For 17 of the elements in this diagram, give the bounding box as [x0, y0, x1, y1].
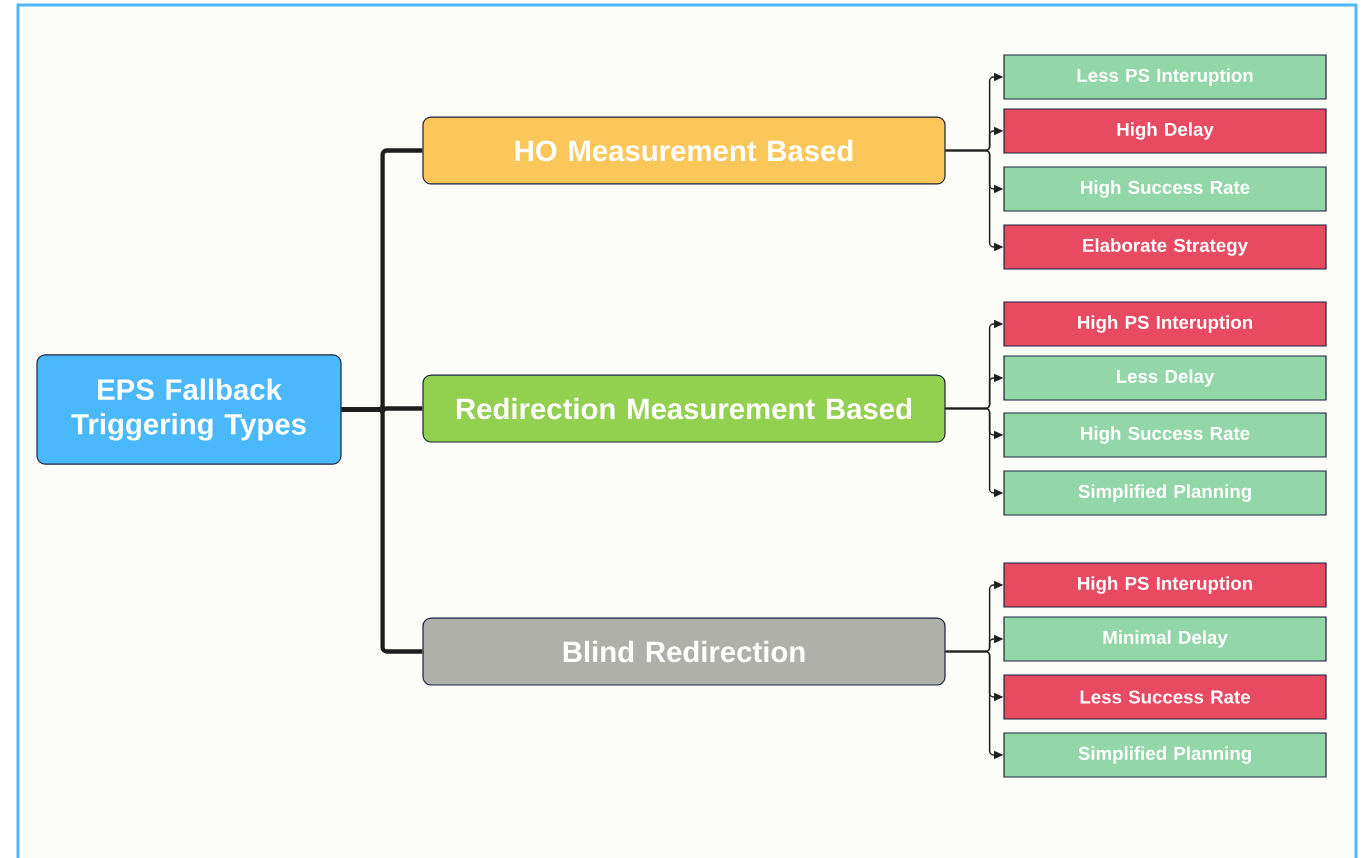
attribute-box: Minimal Delay [1003, 616, 1327, 662]
attribute-box: High PS Interuption [1003, 562, 1327, 608]
attribute-box: Less PS Interuption [1003, 54, 1327, 100]
attribute-box: High Success Rate [1003, 166, 1327, 212]
attribute-box: Less Delay [1003, 355, 1327, 401]
category-box: Blind Redirection [422, 617, 946, 686]
attribute-box: High Delay [1003, 108, 1327, 154]
category-box: Redirection Measurement Based [422, 374, 946, 443]
attribute-box: Elaborate Strategy [1003, 224, 1327, 270]
connector-line [341, 407, 423, 654]
attribute-box: High Success Rate [1003, 412, 1327, 458]
attribute-box: Less Success Rate [1003, 674, 1327, 720]
root-box: EPS Fallback Triggering Types [36, 354, 342, 465]
attribute-box: High PS Interuption [1003, 301, 1327, 347]
attribute-box: Simplified Planning [1003, 732, 1327, 778]
attribute-box: Simplified Planning [1003, 470, 1327, 516]
category-box: HO Measurement Based [422, 116, 946, 185]
